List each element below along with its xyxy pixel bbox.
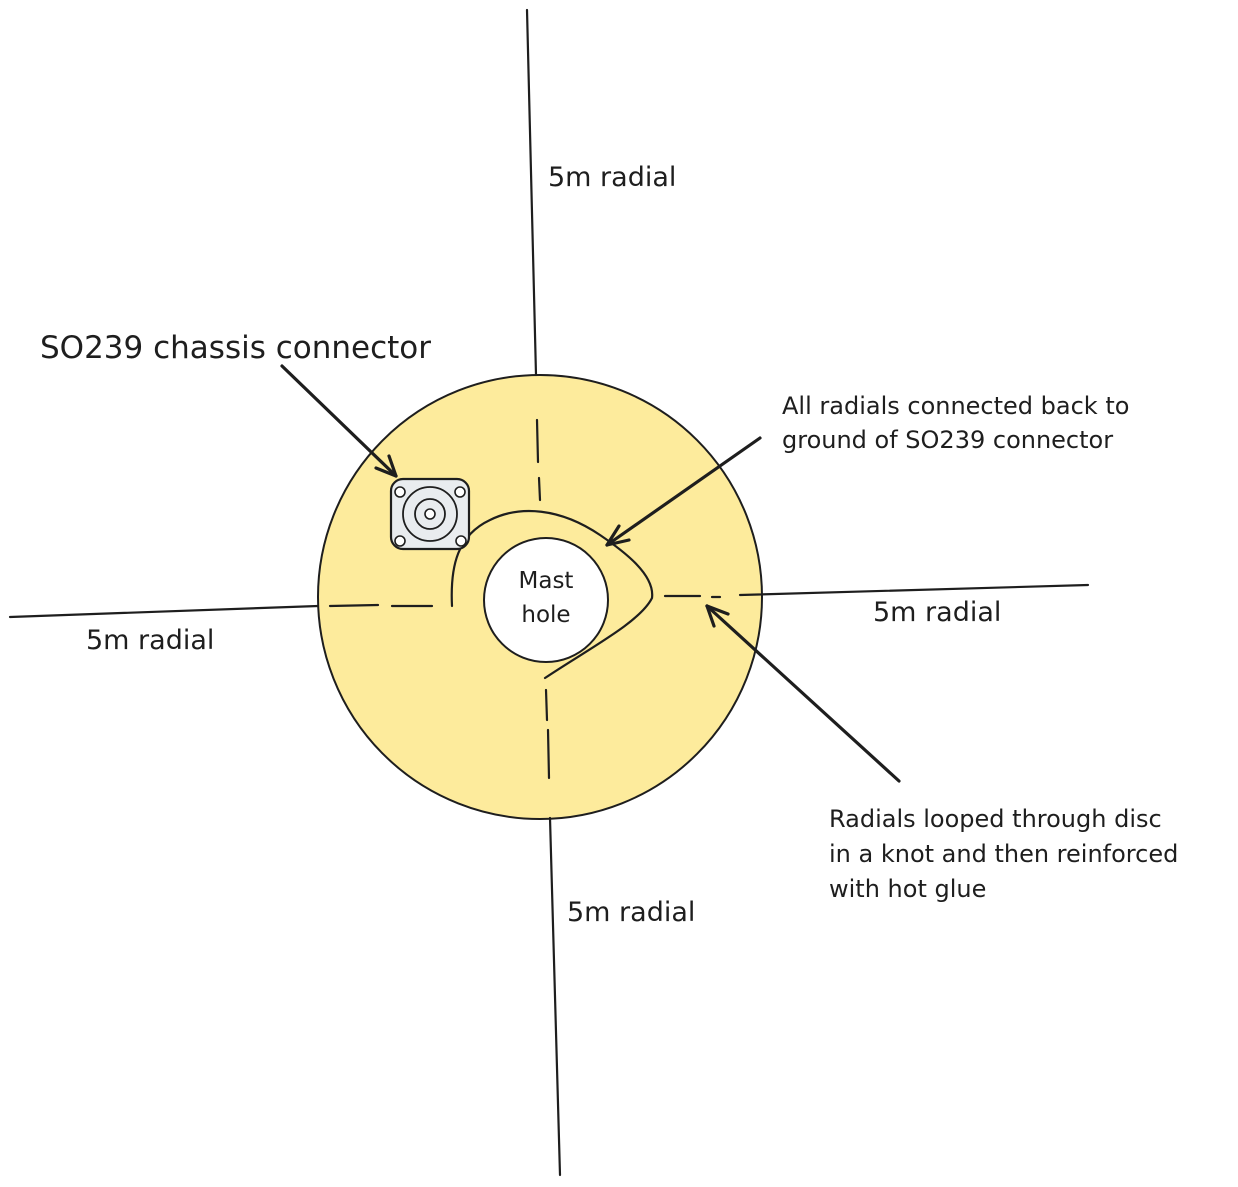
connector-arrow (280, 364, 398, 478)
radial-right (663, 583, 1090, 599)
radial-bottom (544, 688, 562, 1177)
radial-left-label: 5m radial (86, 625, 214, 656)
radial-top-label: 5m radial (548, 162, 676, 193)
mast-hole-label-1: Mast (519, 568, 574, 594)
radial-right-label: 5m radial (873, 597, 1001, 628)
knot-note-line-1: Radials looped through disc (829, 805, 1162, 833)
mast-hole-label-2: hole (521, 602, 570, 628)
mast-hole (483, 537, 609, 663)
so239-connector (389, 477, 471, 551)
knot-note-arrow (705, 604, 901, 783)
ground-note-line-1: All radials connected back to (782, 392, 1129, 420)
radial-left (8, 603, 434, 619)
ground-note-line-2: ground of SO239 connector (782, 426, 1113, 454)
ground-note-arrow (605, 436, 762, 547)
radial-bottom-label: 5m radial (567, 897, 695, 928)
connector-label: SO239 chassis connector (40, 330, 431, 366)
knot-note-line-3: with hot glue (829, 875, 986, 903)
knot-note-line-2: in a knot and then reinforced (829, 840, 1178, 868)
radial-top (525, 8, 542, 502)
